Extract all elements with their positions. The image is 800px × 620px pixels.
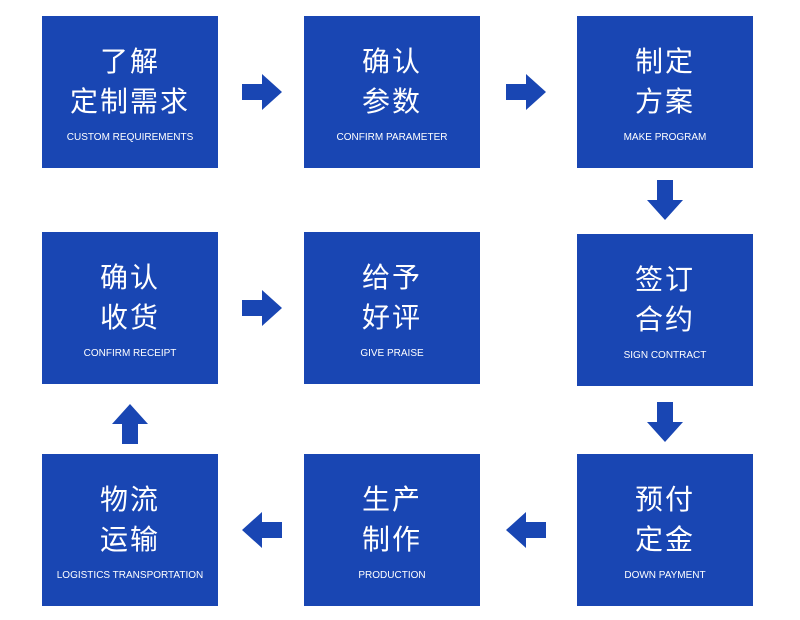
step-title-line2: 制作 bbox=[361, 522, 422, 556]
step-title-line1: 给予 bbox=[361, 260, 422, 294]
step-title-line2: 定制需求 bbox=[69, 84, 190, 118]
step-sign-contract: 签订 合约 SIGN CONTRACT bbox=[577, 234, 753, 386]
step-title-line1: 物流 bbox=[99, 482, 160, 516]
step-title-line1: 预付 bbox=[634, 482, 695, 516]
step-title-line1: 了解 bbox=[99, 44, 160, 78]
step-title-line2: 参数 bbox=[361, 84, 422, 118]
step-title-line2: 收货 bbox=[99, 300, 160, 334]
step-subtitle: SIGN CONTRACT bbox=[623, 349, 707, 361]
step-confirm-parameter: 确认 参数 CONFIRM PARAMETER bbox=[304, 16, 480, 168]
step-title-line2: 好评 bbox=[361, 300, 422, 334]
step-subtitle: MAKE PROGRAM bbox=[623, 131, 707, 143]
step-subtitle: CONFIRM PARAMETER bbox=[336, 131, 448, 143]
step-title-line1: 制定 bbox=[634, 44, 695, 78]
step-subtitle: PRODUCTION bbox=[358, 569, 426, 581]
step-subtitle: GIVE PRAISE bbox=[360, 347, 424, 359]
step-title-line1: 生产 bbox=[361, 482, 422, 516]
step-subtitle: CONFIRM RECEIPT bbox=[83, 347, 177, 359]
step-title-line1: 确认 bbox=[99, 260, 160, 294]
step-logistics-transportation: 物流 运输 LOGISTICS TRANSPORTATION bbox=[42, 454, 218, 606]
step-subtitle: LOGISTICS TRANSPORTATION bbox=[56, 569, 204, 581]
step-title-line1: 签订 bbox=[634, 262, 695, 296]
step-title-line2: 方案 bbox=[634, 84, 695, 118]
arrow-left-icon bbox=[504, 508, 548, 552]
step-custom-requirements: 了解 定制需求 CUSTOM REQUIREMENTS bbox=[42, 16, 218, 168]
step-confirm-receipt: 确认 收货 CONFIRM RECEIPT bbox=[42, 232, 218, 384]
step-subtitle: CUSTOM REQUIREMENTS bbox=[66, 131, 194, 143]
arrow-left-icon bbox=[240, 508, 284, 552]
step-title-line2: 定金 bbox=[634, 522, 695, 556]
step-title-line2: 运输 bbox=[99, 522, 160, 556]
arrow-down-icon bbox=[643, 178, 687, 222]
step-down-payment: 预付 定金 DOWN PAYMENT bbox=[577, 454, 753, 606]
step-subtitle: DOWN PAYMENT bbox=[624, 569, 706, 581]
arrow-down-icon bbox=[643, 400, 687, 444]
step-make-program: 制定 方案 MAKE PROGRAM bbox=[577, 16, 753, 168]
arrow-up-icon bbox=[108, 402, 152, 446]
step-title-line1: 确认 bbox=[361, 44, 422, 78]
step-give-praise: 给予 好评 GIVE PRAISE bbox=[304, 232, 480, 384]
arrow-right-icon bbox=[504, 70, 548, 114]
step-title-line2: 合约 bbox=[634, 302, 695, 336]
step-production: 生产 制作 PRODUCTION bbox=[304, 454, 480, 606]
arrow-right-icon bbox=[240, 70, 284, 114]
arrow-right-icon bbox=[240, 286, 284, 330]
